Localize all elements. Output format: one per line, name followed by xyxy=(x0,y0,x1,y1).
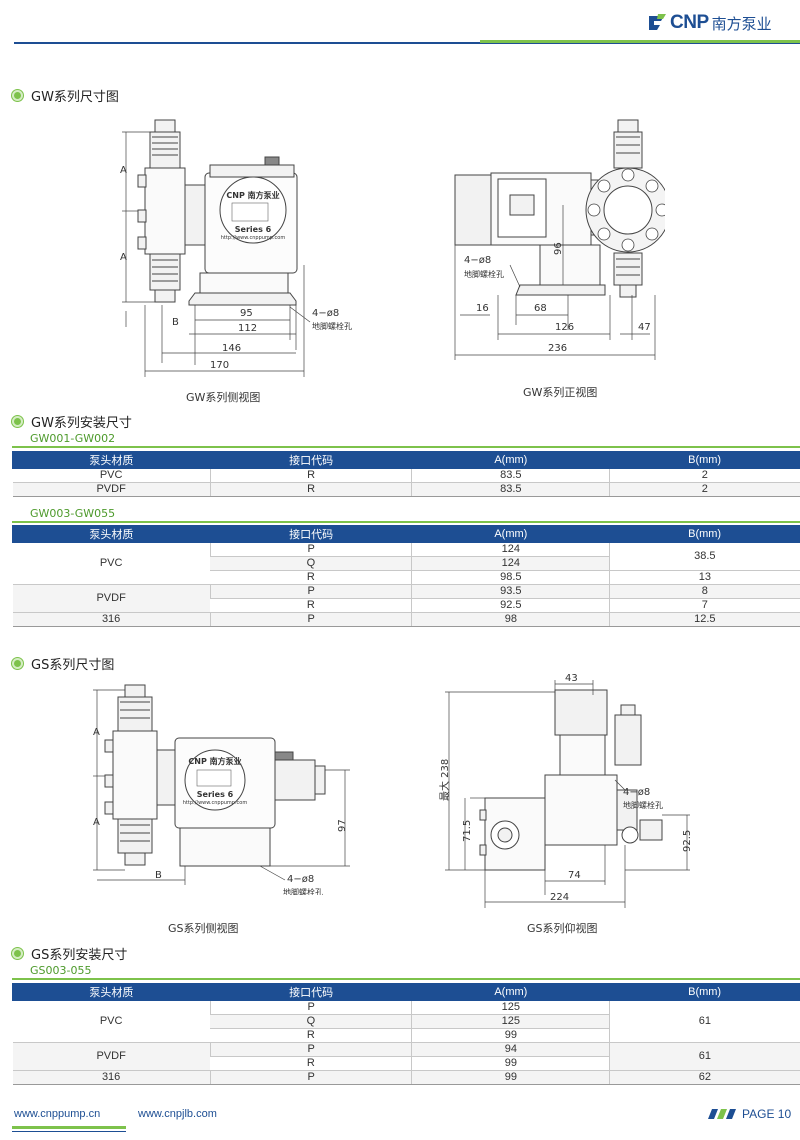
table-rule xyxy=(12,978,800,980)
dim-bolt-size: 4−ø8 xyxy=(312,308,339,319)
dim-16: 16 xyxy=(476,303,489,314)
nameplate-brand: CNP 南方泵业 xyxy=(226,190,279,200)
bullet-icon xyxy=(12,948,23,959)
caption-gw-front: GW系列正视图 xyxy=(523,386,598,399)
dim-max-238: 最大 238 xyxy=(438,759,451,801)
dim-47: 47 xyxy=(638,322,651,333)
dim-236: 236 xyxy=(548,343,567,354)
subtitle-gs003: GS003-055 xyxy=(30,964,92,977)
bullet-icon xyxy=(12,658,23,669)
col-header-b: B(mm) xyxy=(609,451,800,469)
col-header-code: 接口代码 xyxy=(209,451,413,469)
col-header-code: 接口代码 xyxy=(209,525,413,543)
gs-side-view-drawing: CNP 南方泵业 Series 6 http://www.cnppump.com… xyxy=(93,684,350,895)
footer-rule-thin xyxy=(12,1131,126,1132)
footer-link-cnppump[interactable]: www.cnppump.cn xyxy=(14,1108,101,1120)
dim-bolt-size: 4−ø8 xyxy=(623,787,650,798)
dim-bolt-size: 4−ø8 xyxy=(287,874,314,885)
col-header-material: 泵头材质 xyxy=(12,451,211,469)
dim-b: B xyxy=(172,317,179,328)
caption-gs-bottom: GS系列仰视图 xyxy=(527,922,598,935)
nameplate-series: Series 6 xyxy=(235,225,272,234)
bullet-icon xyxy=(12,416,23,427)
nameplate-brand: CNP 南方泵业 xyxy=(188,756,241,766)
caption-gw-side: GW系列侧视图 xyxy=(186,391,261,404)
dim-224: 224 xyxy=(550,892,569,903)
cnp-logo-icon xyxy=(649,14,666,30)
gs-bottom-view-drawing: 43 最大 238 71.5 92.5 74 224 4−ø8 地脚螺栓孔 xyxy=(438,673,690,908)
dim-b: B xyxy=(155,870,162,881)
dim-a-upper: A xyxy=(120,165,127,176)
dim-bolt-label: 地脚螺栓孔 xyxy=(623,800,663,810)
dim-bolt-size: 4−ø8 xyxy=(464,255,491,266)
col-header-material: 泵头材质 xyxy=(12,983,211,1001)
caption-gs-side: GS系列侧视图 xyxy=(168,922,239,935)
bullet-icon xyxy=(12,90,23,101)
table-rule xyxy=(12,446,800,448)
footer-link-cnpjlb[interactable]: www.cnpjlb.com xyxy=(138,1108,217,1120)
dim-a-upper: A xyxy=(93,727,100,738)
dim-95: 95 xyxy=(240,308,253,319)
dim-a-lower: A xyxy=(120,252,127,263)
page-stripes-icon xyxy=(708,1109,736,1119)
dim-96: 96 xyxy=(553,242,564,255)
nameplate-url: http://www.cnppump.com xyxy=(183,800,248,806)
subtitle-gw001: GW001-GW002 xyxy=(30,432,116,445)
dim-74: 74 xyxy=(568,870,581,881)
dim-146: 146 xyxy=(222,343,241,354)
footer-rule xyxy=(12,1126,126,1129)
logo-chinese-name: 南方泵业 xyxy=(711,14,772,33)
dim-43: 43 xyxy=(565,673,578,684)
dim-170: 170 xyxy=(210,360,229,371)
dim-68: 68 xyxy=(534,303,547,314)
dim-126: 126 xyxy=(555,322,574,333)
dim-bolt-label: 地脚螺栓孔 xyxy=(283,887,323,895)
col-header-b: B(mm) xyxy=(609,983,800,1001)
dim-112: 112 xyxy=(238,323,257,334)
gw-front-view-drawing: 96 4−ø8 地脚螺栓孔 16 68 126 47 236 xyxy=(454,119,665,360)
section-title-gw-install: GW系列安装尺寸 xyxy=(12,412,132,431)
col-header-a: A(mm) xyxy=(411,451,611,469)
col-header-material: 泵头材质 xyxy=(12,525,211,543)
dim-97: 97 xyxy=(337,819,348,832)
section-title-gs-dims: GS系列尺寸图 xyxy=(12,654,114,673)
dim-92-5: 92.5 xyxy=(682,830,690,852)
brand-logo: CNP 南方泵业 xyxy=(646,10,791,36)
logo-text: CNP xyxy=(670,12,709,33)
section-title-gs-install: GS系列安装尺寸 xyxy=(12,944,127,963)
section-title-gw-dims: GW系列尺寸图 xyxy=(12,86,119,105)
page-number: PAGE 10 xyxy=(742,1107,792,1121)
dim-bolt-label: 地脚螺栓孔 xyxy=(312,321,352,331)
subtitle-gw003: GW003-GW055 xyxy=(30,507,116,520)
col-header-a: A(mm) xyxy=(411,525,611,543)
table-rule xyxy=(12,521,800,523)
nameplate-series: Series 6 xyxy=(197,790,234,799)
header-rule xyxy=(14,40,800,45)
dim-71-5: 71.5 xyxy=(462,820,473,842)
dim-bolt-label: 地脚螺栓孔 xyxy=(464,269,504,279)
col-header-b: B(mm) xyxy=(609,525,800,543)
nameplate-url: http://www.cnppump.com xyxy=(221,235,286,241)
col-header-a: A(mm) xyxy=(411,983,611,1001)
col-header-code: 接口代码 xyxy=(209,983,413,1001)
dim-a-lower: A xyxy=(93,817,100,828)
gw-side-view-drawing: CNP 南方泵业 Series 6 http://www.cnppump.com… xyxy=(120,119,352,377)
